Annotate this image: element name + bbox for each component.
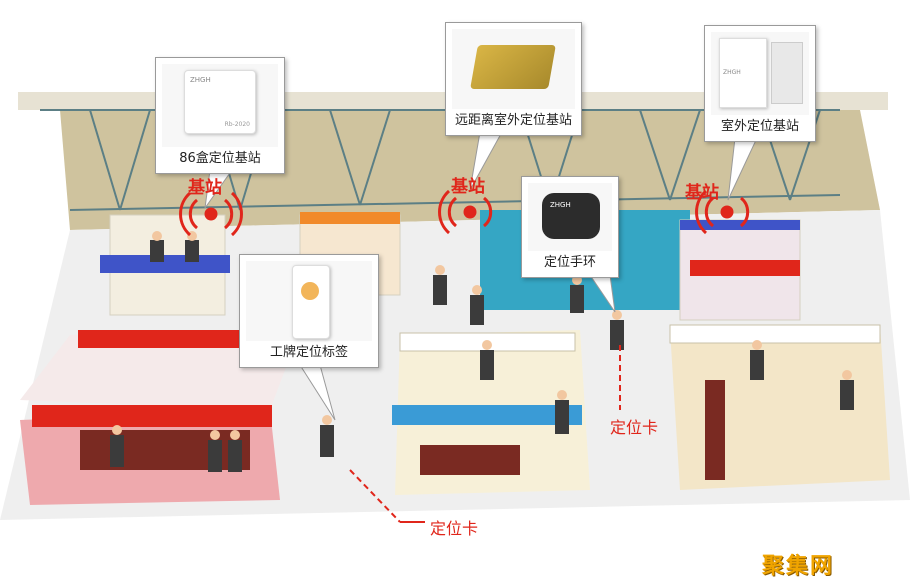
base-station-label-left: 基站: [188, 178, 222, 198]
callout-label: 远距离室外定位基站: [454, 113, 572, 128]
callout-pointers: [204, 131, 758, 421]
card-label-right: 定位卡: [610, 418, 659, 437]
badge-image: [246, 261, 372, 341]
booth-front-right: [670, 325, 890, 490]
card-leader-lines: [349, 345, 621, 523]
callout-label: 室外定位基站: [720, 119, 799, 134]
wristband-device: ZHGH: [542, 193, 600, 239]
callout-long-range-base: 远距离室外定位基站: [445, 22, 582, 136]
86-box-base-device: ZHGH Rb-2020: [184, 70, 256, 134]
booth-front-left-wall: [20, 330, 300, 410]
booth-front-left-counter: [80, 430, 250, 470]
device-brand: ZHGH: [550, 201, 571, 209]
booth-back-left-header: [100, 255, 230, 273]
outdoor-base-device: ZHGH: [719, 38, 767, 108]
callout-outdoor-base: ZHGH 室外定位基站: [704, 25, 816, 142]
watermark: 聚集网: [761, 554, 834, 579]
callout-label: 工牌定位标签: [269, 345, 348, 360]
callout-86-base: ZHGH Rb-2020 86盒定位基站: [155, 57, 285, 174]
badge-photo: [301, 282, 319, 300]
callout-wristband: ZHGH 定位手环: [521, 176, 619, 278]
badge-device: [292, 265, 330, 339]
outdoor-base-bracket: [771, 42, 803, 104]
long-range-base-device: [470, 45, 556, 89]
card-label-bottom: 定位卡: [430, 519, 479, 538]
device-brand: ZHGH: [723, 69, 741, 76]
86-box-base-image: ZHGH Rb-2020: [162, 64, 278, 147]
callout-label: 86盒定位基站: [179, 151, 261, 166]
device-model: Rb-2020: [224, 121, 250, 128]
outdoor-base-image: ZHGH: [711, 32, 809, 115]
long-range-base-image: [452, 29, 575, 109]
callout-badge: 工牌定位标签: [239, 254, 379, 368]
device-brand: ZHGH: [190, 76, 211, 84]
base-station-label-right: 基站: [685, 183, 719, 203]
booth-front-left-header: [32, 405, 272, 427]
people: [110, 231, 854, 472]
base-station-label-middle: 基站: [451, 177, 485, 197]
signal-waves: [179, 189, 750, 237]
booth-front-middle-header: [392, 405, 582, 425]
callout-label: 定位手环: [543, 255, 596, 270]
wristband-image: ZHGH: [528, 183, 612, 251]
